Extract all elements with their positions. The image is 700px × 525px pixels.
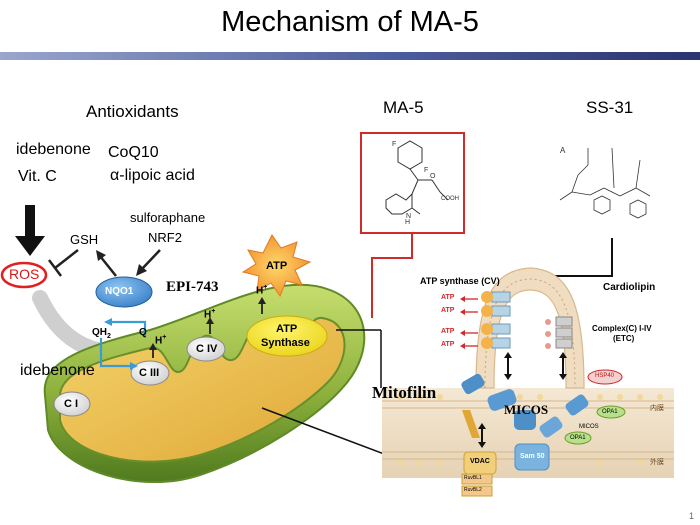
complex-label-1: Complex(C) I-IV xyxy=(592,324,652,333)
ma5-red-arrow xyxy=(371,233,413,318)
ros-ring xyxy=(0,261,48,289)
ciii-label: C III xyxy=(139,367,160,379)
ss31-label: SS-31 xyxy=(586,98,634,117)
svg-text:O: O xyxy=(430,173,436,180)
ruvbl2-box xyxy=(461,485,493,497)
micos-label: MICOS xyxy=(504,402,549,417)
ma5-molecule xyxy=(385,140,449,215)
micos-small-label: MICOS xyxy=(579,424,599,430)
outer-membrane-label: 外膜 xyxy=(650,459,664,466)
antioxidants-label: Antioxidants xyxy=(86,102,179,121)
cooh-label: COOH xyxy=(441,196,459,202)
ciii-node xyxy=(130,360,170,386)
etc-complex-stack xyxy=(545,316,573,349)
ss31-panel-letter: A xyxy=(560,146,566,155)
cardiolipin-label: Cardiolipin xyxy=(603,282,656,293)
h-plus-ciii: H+ xyxy=(155,334,167,347)
vdac-label: VDAC xyxy=(470,458,490,465)
page-number: 1 xyxy=(688,511,694,521)
opa1-node-a xyxy=(596,405,626,419)
svg-text:N: N xyxy=(406,213,411,220)
ruvbl1-label: RuvBL1 xyxy=(464,475,482,481)
opa1-label-b: OPA1 xyxy=(570,435,586,441)
hsp40-label: HSP40 xyxy=(595,373,615,379)
ss31-arrow xyxy=(540,238,613,277)
svg-text:F: F xyxy=(392,141,396,148)
civ-label: C IV xyxy=(196,343,218,355)
svg-text:H: H xyxy=(405,219,410,226)
hsp40-node xyxy=(587,369,623,385)
opa1-node-b xyxy=(564,431,592,445)
nrf2-label: NRF2 xyxy=(148,230,182,245)
atp-row-3: ATP xyxy=(441,328,455,335)
atp-star-shape xyxy=(241,234,312,298)
ma5-structure-box xyxy=(360,132,465,234)
h-plus-civ: H+ xyxy=(204,308,216,321)
ros-label: ROS xyxy=(9,266,40,282)
epi743-label: EPI-743 xyxy=(166,279,219,295)
left-diagram-graphics xyxy=(0,205,366,483)
ss31-molecule xyxy=(559,147,651,219)
ci-node xyxy=(53,391,91,417)
atp-red-arrows xyxy=(464,298,478,347)
qh2-label: QH2 xyxy=(92,327,111,340)
sam50-label: Sam 50 xyxy=(520,453,545,460)
vitc-label: Vit. C xyxy=(18,168,57,185)
micos-proteins xyxy=(461,373,589,475)
title-bar xyxy=(0,52,700,60)
ros-down-arrow xyxy=(15,205,45,256)
nqo1-to-gsh-arrow xyxy=(96,250,117,277)
gsh-label: GSH xyxy=(70,232,99,247)
idebenone-label-bottom: idebenone xyxy=(20,362,95,379)
opa1-label-a: OPA1 xyxy=(602,409,618,415)
mitofilin-label: Mitofilin xyxy=(372,383,437,402)
q-label: Q xyxy=(139,327,147,338)
atp-synthase-cv-label: ATP synthase (CV) xyxy=(420,276,500,286)
q-cycle-arrows xyxy=(99,320,147,368)
slide-title: Mechanism of MA-5 xyxy=(221,6,479,38)
zoom-line-bottom xyxy=(261,407,401,461)
h-plus-atp-synthase: H+ xyxy=(256,284,268,297)
idebenone-label-top: idebenone xyxy=(16,141,91,158)
atp-row-1: ATP xyxy=(441,294,455,301)
nqo1-label: NQO1 xyxy=(105,286,134,297)
atp-synthase-stack xyxy=(481,291,511,349)
nrf2-to-nqo1-arrow xyxy=(136,249,161,276)
atp-row-4: ATP xyxy=(441,341,455,348)
atp-synthase-label-2: Synthase xyxy=(261,337,310,349)
sulforaphane-label: sulforaphane xyxy=(130,210,206,225)
coq10-label: CoQ10 xyxy=(108,144,159,161)
gsh-inhibition-line xyxy=(48,249,79,277)
nqo1-node xyxy=(95,276,153,308)
ma5-label: MA-5 xyxy=(383,98,424,117)
ruvbl2-label: RuvBL2 xyxy=(464,487,482,493)
complex-label-2: (ETC) xyxy=(613,334,635,343)
atp-synthase-label-1: ATP xyxy=(276,323,298,335)
svg-text:F: F xyxy=(424,167,428,174)
inner-membrane-label: 内膜 xyxy=(650,405,664,412)
lipoic-acid-label: α-lipoic acid xyxy=(110,167,195,184)
ci-label: C I xyxy=(64,398,79,410)
atp-star-label: ATP xyxy=(266,260,288,272)
ruvbl1-box xyxy=(461,473,493,485)
atp-synthase-node xyxy=(246,315,328,357)
micos-double-arrows xyxy=(481,356,564,444)
atp-row-2: ATP xyxy=(441,307,455,314)
civ-node xyxy=(186,336,226,362)
